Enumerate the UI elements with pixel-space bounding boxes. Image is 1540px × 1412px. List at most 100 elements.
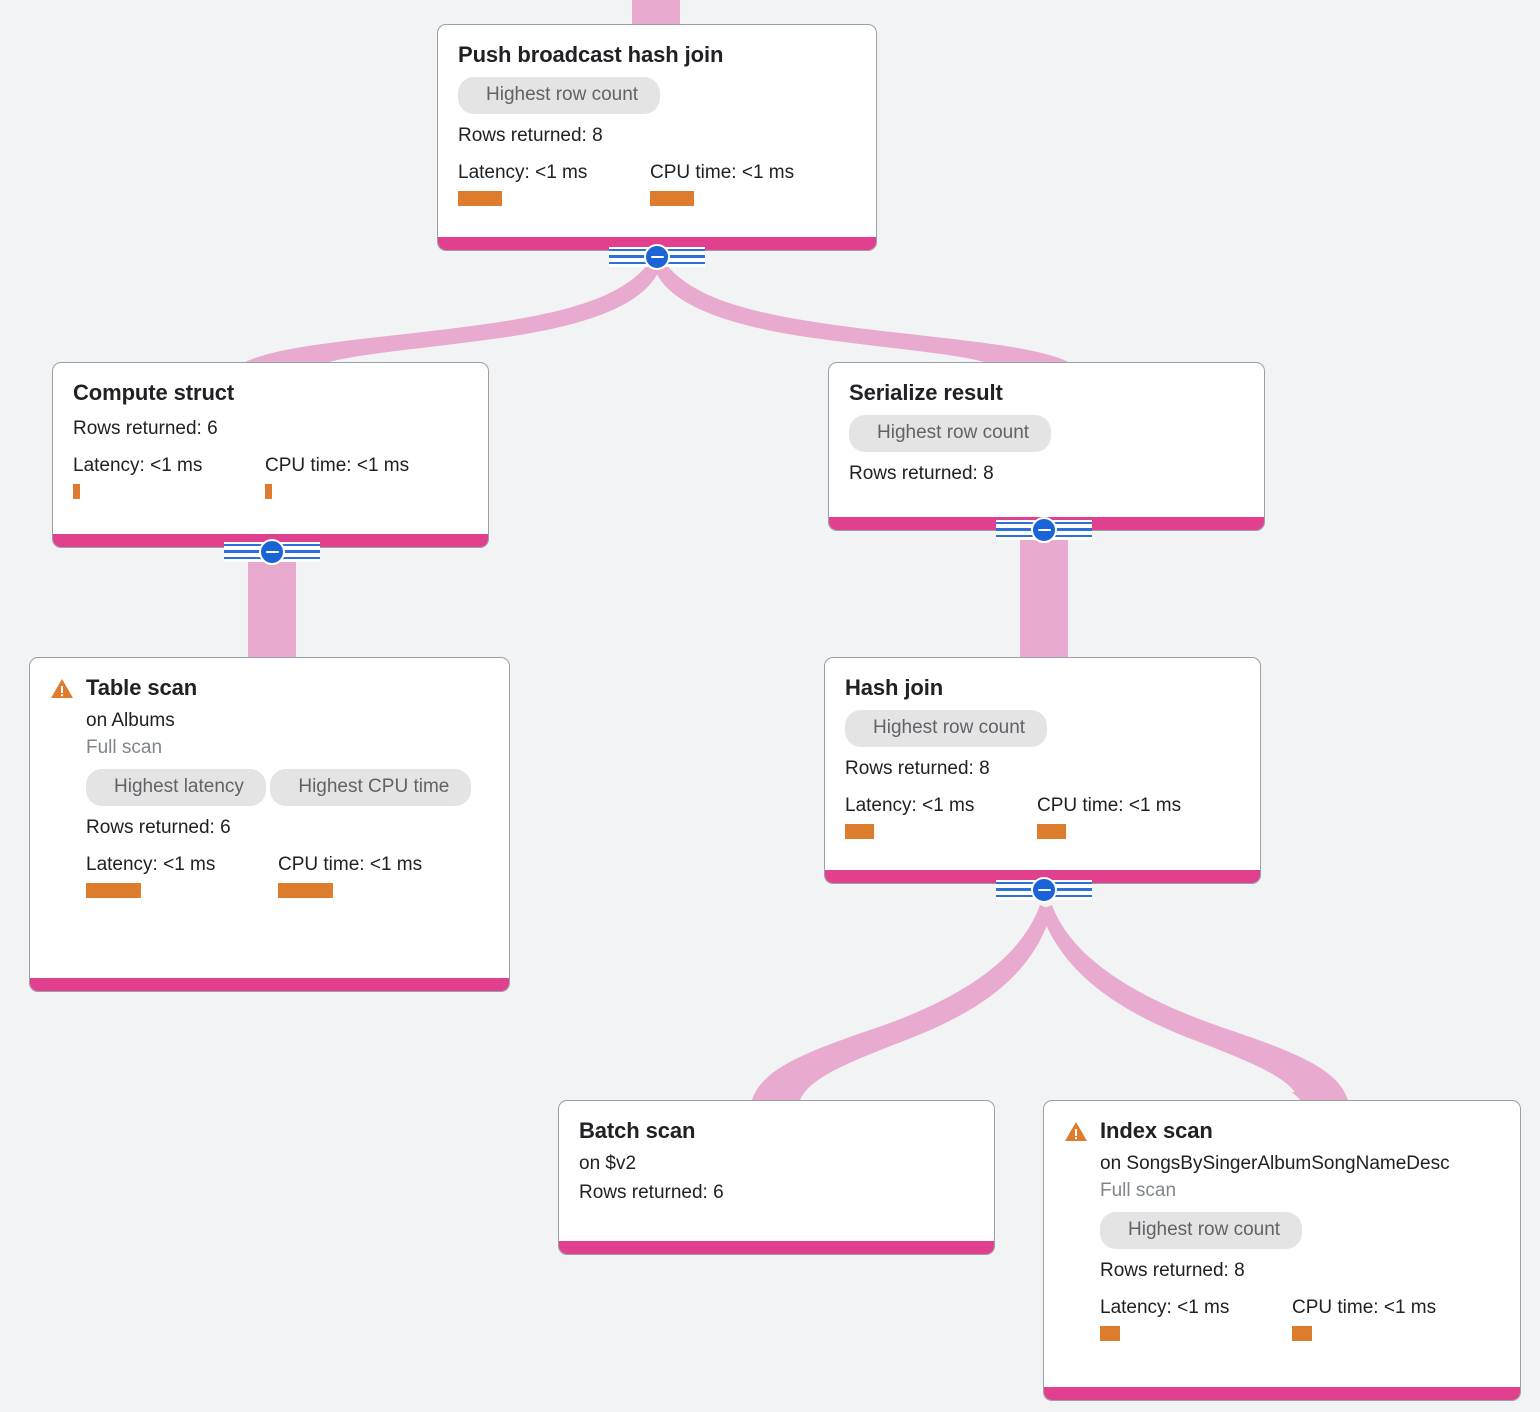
scan-target: on SongsBySingerAlbumSongNameDesc: [1100, 1153, 1450, 1174]
node-footer-bar: [559, 1241, 994, 1254]
node-body: Hash join Highest row count Rows returne…: [825, 658, 1260, 870]
latency-metric: Latency: <1 ms: [1100, 1296, 1292, 1341]
metrics-row: Latency: <1 ms CPU time: <1 ms: [73, 454, 468, 499]
node-body: Compute struct Rows returned: 6 Latency:…: [53, 363, 488, 534]
node-title: Index scan: [1100, 1118, 1213, 1143]
plan-node-push-broadcast-hash-join[interactable]: Push broadcast hash join Highest row cou…: [437, 24, 877, 251]
rows-returned: Rows returned: 6: [86, 817, 231, 838]
badge-highest-row-count: Highest row count: [849, 415, 1052, 452]
plan-node-index-scan[interactable]: Index scan on SongsBySingerAlbumSongName…: [1043, 1100, 1521, 1401]
node-header: Hash join: [845, 674, 1240, 702]
metrics-row: Latency: <1 ms CPU time: <1 ms: [1100, 1296, 1520, 1341]
plan-node-table-scan[interactable]: Table scan on Albums Full scan Highest l…: [29, 657, 510, 992]
scan-target: on $v2: [579, 1153, 637, 1174]
node-header: Push broadcast hash join: [458, 41, 856, 69]
cpu-time-label: CPU time: <1 ms: [650, 162, 795, 183]
plan-node-batch-scan[interactable]: Batch scan on $v2 Rows returned: 6: [558, 1100, 995, 1255]
plan-node-compute-struct[interactable]: Compute struct Rows returned: 6 Latency:…: [52, 362, 489, 548]
node-header: Compute struct: [73, 379, 468, 407]
node-body: Push broadcast hash join Highest row cou…: [438, 25, 876, 237]
minus-icon: [259, 539, 285, 565]
metrics-row: Latency: <1 ms CPU time: <1 ms: [86, 853, 509, 898]
rows-returned: Rows returned: 8: [1100, 1260, 1245, 1281]
latency-label: Latency: <1 ms: [845, 795, 975, 816]
edge-serialize-result-to-hash-join: [1020, 538, 1068, 660]
node-title: Compute struct: [73, 380, 235, 405]
cpu-time-label: CPU time: <1 ms: [1037, 795, 1182, 816]
scan-type: Full scan: [1100, 1180, 1177, 1201]
node-body: Table scan on Albums Full scan Highest l…: [30, 658, 509, 978]
cpu-time-metric: CPU time: <1 ms: [1037, 794, 1181, 839]
rows-returned: Rows returned: 6: [73, 418, 218, 439]
latency-bar: [845, 824, 874, 839]
cpu-time-metric: CPU time: <1 ms: [650, 161, 794, 206]
cpu-time-bar: [1292, 1326, 1312, 1341]
node-body: Index scan on SongsBySingerAlbumSongName…: [1044, 1101, 1520, 1387]
cpu-time-metric: CPU time: <1 ms: [1292, 1296, 1436, 1341]
plan-node-hash-join[interactable]: Hash join Highest row count Rows returne…: [824, 657, 1261, 884]
latency-metric: Latency: <1 ms: [845, 794, 1037, 839]
rows-returned: Rows returned: 8: [458, 125, 603, 146]
node-footer-bar: [30, 978, 509, 991]
latency-label: Latency: <1 ms: [73, 455, 203, 476]
edge-compute-struct-to-table-scan: [248, 556, 296, 660]
edge-push-broadcast-hash-join-to-compute-struct: [232, 262, 660, 372]
latency-bar: [73, 484, 80, 499]
latency-label: Latency: <1 ms: [1100, 1297, 1230, 1318]
collapse-toggle-serialize-result[interactable]: [996, 516, 1092, 544]
badge-highest-cpu-time: Highest CPU time: [270, 769, 472, 806]
badge-highest-row-count: Highest row count: [845, 710, 1048, 747]
cpu-time-label: CPU time: <1 ms: [265, 455, 410, 476]
node-header: Batch scan: [579, 1117, 974, 1145]
plan-node-serialize-result[interactable]: Serialize result Highest row count Rows …: [828, 362, 1265, 531]
cpu-time-bar: [265, 484, 272, 499]
minus-icon: [644, 244, 670, 270]
latency-metric: Latency: <1 ms: [73, 454, 265, 499]
node-title: Serialize result: [849, 380, 1003, 405]
node-header: Serialize result: [849, 379, 1244, 407]
rows-returned: Rows returned: 6: [579, 1182, 724, 1203]
edge-hash-join-to-batch-scan: [752, 905, 1052, 1100]
node-title: Push broadcast hash join: [458, 42, 724, 67]
node-title: Batch scan: [579, 1118, 696, 1143]
rows-returned: Rows returned: 8: [845, 758, 990, 779]
node-details: on Albums Full scan Highest latency High…: [50, 702, 509, 898]
badge-highest-row-count: Highest row count: [458, 77, 661, 114]
node-footer-bar: [1044, 1387, 1520, 1400]
cpu-time-bar: [650, 191, 694, 206]
cpu-time-label: CPU time: <1 ms: [278, 854, 423, 875]
cpu-time-bar: [278, 883, 333, 898]
badge-highest-row-count: Highest row count: [1100, 1212, 1303, 1249]
warning-icon: [1065, 1122, 1087, 1141]
badge-highest-latency: Highest latency: [86, 769, 266, 806]
edge-push-broadcast-hash-join-to-serialize-result: [654, 262, 1082, 372]
collapse-toggle-compute-struct[interactable]: [224, 538, 320, 566]
node-title: Hash join: [845, 675, 944, 700]
latency-bar: [86, 883, 141, 898]
node-header: Index scan: [1064, 1117, 1500, 1145]
collapse-toggle-push-broadcast-hash-join[interactable]: [609, 243, 705, 271]
node-body: Serialize result Highest row count Rows …: [829, 363, 1264, 517]
cpu-time-label: CPU time: <1 ms: [1292, 1297, 1437, 1318]
latency-metric: Latency: <1 ms: [458, 161, 650, 206]
cpu-time-bar: [1037, 824, 1066, 839]
node-title: Table scan: [86, 675, 198, 700]
edge-hash-join-to-index-scan: [1040, 905, 1348, 1100]
collapse-toggle-hash-join[interactable]: [996, 876, 1092, 904]
cpu-time-metric: CPU time: <1 ms: [278, 853, 422, 898]
latency-label: Latency: <1 ms: [458, 162, 588, 183]
node-body: Batch scan on $v2 Rows returned: 6: [559, 1101, 994, 1241]
cpu-time-metric: CPU time: <1 ms: [265, 454, 409, 499]
minus-icon: [1031, 877, 1057, 903]
latency-bar: [458, 191, 502, 206]
node-header: Table scan: [50, 674, 489, 702]
scan-target: on Albums: [86, 710, 175, 731]
scan-type: Full scan: [86, 737, 163, 758]
latency-label: Latency: <1 ms: [86, 854, 216, 875]
rows-returned: Rows returned: 8: [849, 463, 994, 484]
latency-metric: Latency: <1 ms: [86, 853, 278, 898]
node-details: on SongsBySingerAlbumSongNameDesc Full s…: [1064, 1145, 1520, 1341]
latency-bar: [1100, 1326, 1120, 1341]
metrics-row: Latency: <1 ms CPU time: <1 ms: [845, 794, 1240, 839]
